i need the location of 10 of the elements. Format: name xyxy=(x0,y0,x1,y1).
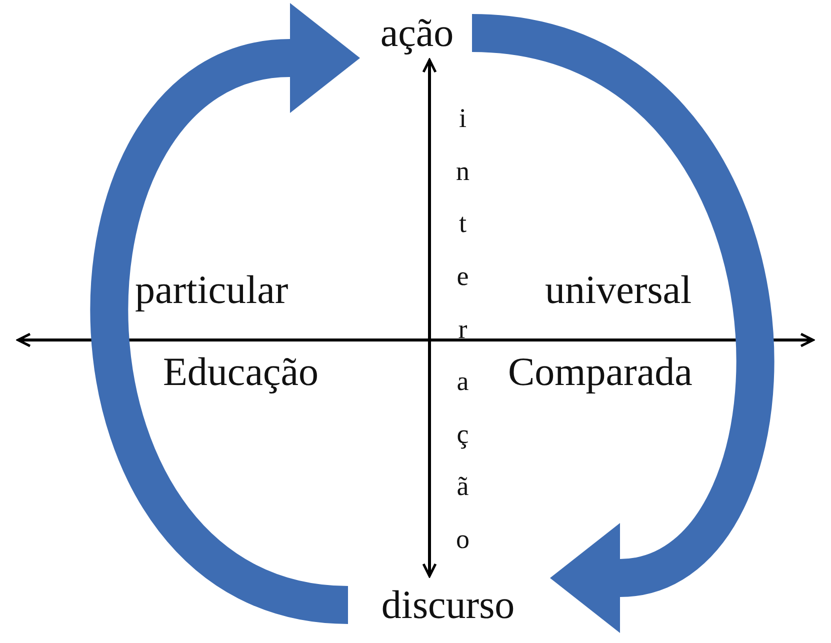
node-label: discurso xyxy=(381,585,515,625)
axis-label: particular xyxy=(135,270,288,310)
curved-block-arrow xyxy=(90,4,359,624)
double-arrow xyxy=(422,58,437,578)
axis-label: universal xyxy=(545,270,692,310)
axis-label: Comparada xyxy=(508,352,692,392)
axis-label: Educação xyxy=(163,352,318,392)
node-label: ação xyxy=(380,13,454,53)
edge-label: interação xyxy=(456,102,470,556)
curved-block-arrow xyxy=(469,14,774,632)
